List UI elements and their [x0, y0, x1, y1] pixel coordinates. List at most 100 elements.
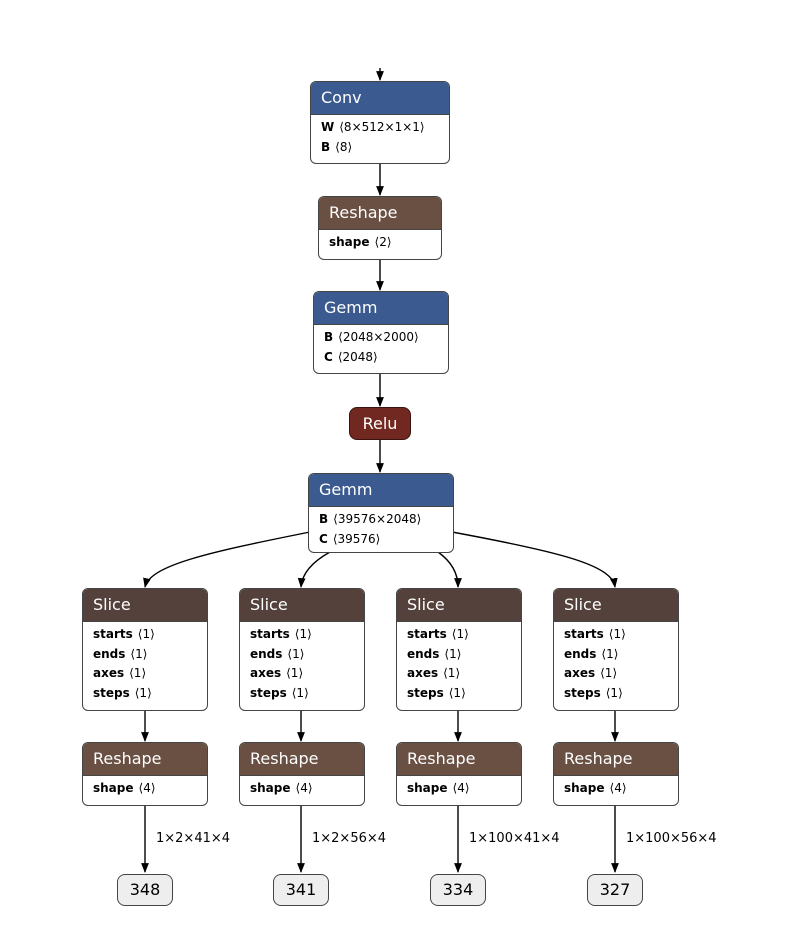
attr-row: starts⟨1⟩ [407, 625, 511, 645]
attr-name: B [324, 330, 334, 344]
gemm2-node[interactable]: Gemm B ⟨39576×2048⟩ C⟨39576⟩ [308, 473, 454, 553]
reshape-title: Reshape [554, 743, 678, 775]
attr-name: ends [564, 646, 597, 661]
reshape-attrs: shape⟨4⟩ [554, 775, 678, 803]
gemm1-node[interactable]: Gemm B ⟨2048×2000⟩ C⟨2048⟩ [313, 291, 449, 374]
attr-shape: ⟨1⟩ [605, 685, 623, 700]
attr-row: C⟨2048⟩ [324, 348, 438, 368]
output-node[interactable]: 334 [430, 874, 486, 906]
attr-row: B ⟨39576×2048⟩ [319, 510, 443, 530]
attr-shape: ⟨1⟩ [448, 685, 466, 700]
reshape-node[interactable]: Reshape shape ⟨4⟩ [82, 742, 208, 806]
attr-row: axes⟨1⟩ [564, 664, 668, 684]
attr-row: shape⟨4⟩ [250, 779, 354, 799]
output-node[interactable]: 348 [117, 874, 173, 906]
attr-row: W⟨8×512×1×1⟩ [321, 118, 439, 138]
attr-shape: ⟨1⟩ [443, 666, 461, 680]
attr-name: starts [564, 627, 604, 641]
attr-name: ends [407, 646, 440, 661]
reshape-title: Reshape [83, 743, 207, 775]
attr-row: steps⟨1⟩ [250, 684, 354, 704]
slice-node[interactable]: Slice starts⟨1⟩ ends⟨1⟩ axes⟨1⟩ steps⟨1⟩ [396, 588, 522, 711]
attr-row: starts ⟨1⟩ [564, 625, 668, 645]
gemm1-attrs: B ⟨2048×2000⟩ C⟨2048⟩ [314, 324, 448, 371]
attr-shape: ⟨1⟩ [287, 646, 305, 661]
reshape-attrs: shape⟨4⟩ [397, 775, 521, 803]
edge-shape-label: 1×2×41×4 [156, 831, 231, 846]
conv-node[interactable]: Conv W⟨8×512×1×1⟩ B⟨8⟩ [310, 81, 450, 164]
attr-row: steps⟨1⟩ [93, 684, 197, 704]
slice-node[interactable]: Slice starts ⟨1⟩ ends ⟨1⟩ axes⟨1⟩ steps⟨1⟩ [239, 588, 365, 711]
attr-name: steps [93, 685, 130, 700]
reshape-top-node[interactable]: Reshape shape ⟨2⟩ [318, 196, 442, 260]
reshape-node[interactable]: Reshape shape⟨4⟩ [239, 742, 365, 806]
edge-shape-label: 1×100×56×4 [626, 831, 717, 846]
reshape-top-title: Reshape [319, 197, 441, 229]
edge-gemm2-slice4 [451, 531, 618, 588]
attr-shape: ⟨1⟩ [129, 666, 147, 680]
attr-name: starts [250, 627, 290, 641]
reshape-node[interactable]: Reshape shape⟨4⟩ [553, 742, 679, 806]
attr-shape: ⟨4⟩ [138, 781, 156, 795]
slice-node[interactable]: Slice starts⟨1⟩ ends⟨1⟩ axes⟨1⟩ steps⟨1⟩ [82, 588, 208, 711]
slice-attrs: starts⟨1⟩ ends⟨1⟩ axes⟨1⟩ steps⟨1⟩ [397, 621, 521, 707]
edge-shape-label: 1×2×56×4 [312, 831, 387, 846]
attr-shape: ⟨1⟩ [608, 627, 626, 641]
conv-node-attrs: W⟨8×512×1×1⟩ B⟨8⟩ [311, 114, 449, 161]
slice-title: Slice [240, 589, 364, 621]
attr-name: B [319, 512, 329, 526]
attr-shape: ⟨39576⟩ [332, 531, 381, 546]
reshape-attrs: shape ⟨4⟩ [83, 775, 207, 803]
conv-node-title: Conv [311, 82, 449, 114]
attr-row: steps ⟨1⟩ [564, 684, 668, 704]
attr-row: shape⟨4⟩ [407, 779, 511, 799]
attr-name: axes [407, 666, 439, 680]
gemm2-title: Gemm [309, 474, 453, 506]
slice-attrs: starts ⟨1⟩ ends ⟨1⟩ axes⟨1⟩ steps⟨1⟩ [240, 621, 364, 707]
reshape-node[interactable]: Reshape shape⟨4⟩ [396, 742, 522, 806]
attr-row: steps ⟨1⟩ [407, 684, 511, 704]
attr-row: axes ⟨1⟩ [407, 664, 511, 684]
reshape-top-attrs: shape ⟨2⟩ [319, 229, 441, 257]
edge-shape-label: 1×100×41×4 [469, 831, 560, 846]
attr-row: starts⟨1⟩ [93, 625, 197, 645]
slice-node[interactable]: Slice starts⟨1⟩ ends⟨1⟩ axes⟨1⟩ steps⟨1⟩ [553, 588, 679, 711]
attr-shape: ⟨1⟩ [444, 646, 462, 661]
attr-row: ends⟨1⟩ [564, 645, 668, 665]
attr-row: axes⟨1⟩ [250, 664, 354, 684]
attr-row: B ⟨2048×2000⟩ [324, 328, 438, 348]
slice-title: Slice [397, 589, 521, 621]
attr-shape: ⟨2048×2000⟩ [338, 330, 419, 344]
gemm2-attrs: B ⟨39576×2048⟩ C⟨39576⟩ [309, 506, 453, 552]
attr-row: C⟨39576⟩ [319, 530, 443, 550]
attr-row: shape ⟨2⟩ [329, 233, 431, 253]
attr-row: axes⟨1⟩ [93, 664, 197, 684]
gemm1-title: Gemm [314, 292, 448, 324]
attr-shape: ⟨1⟩ [600, 666, 618, 680]
slice-attrs: starts⟨1⟩ ends⟨1⟩ axes⟨1⟩ steps⟨1⟩ [83, 621, 207, 707]
attr-shape: ⟨1⟩ [130, 646, 148, 661]
relu-node[interactable]: Relu [349, 407, 411, 440]
attr-name: shape [329, 235, 370, 249]
attr-name: ends [250, 646, 283, 661]
edge-gemm2-slice2 [297, 551, 331, 588]
output-node[interactable]: 327 [587, 874, 643, 906]
attr-name: axes [250, 666, 282, 680]
attr-name: steps [564, 685, 601, 700]
attr-name: shape [564, 781, 605, 795]
attr-shape: ⟨39576×2048⟩ [333, 512, 422, 526]
attr-name: steps [407, 685, 444, 700]
attr-shape: ⟨2⟩ [374, 235, 392, 249]
attr-row: ends ⟨1⟩ [407, 645, 511, 665]
attr-row: ends ⟨1⟩ [93, 645, 197, 665]
attr-name: shape [93, 781, 134, 795]
attr-shape: ⟨2048⟩ [337, 349, 378, 364]
attr-row: starts ⟨1⟩ [250, 625, 354, 645]
output-node[interactable]: 341 [273, 874, 329, 906]
attr-row: shape⟨4⟩ [564, 779, 668, 799]
attr-row: B⟨8⟩ [321, 138, 439, 158]
attr-name: ends [93, 646, 126, 661]
attr-shape: ⟨1⟩ [294, 627, 312, 641]
edge-gemm2-slice1 [143, 531, 311, 588]
